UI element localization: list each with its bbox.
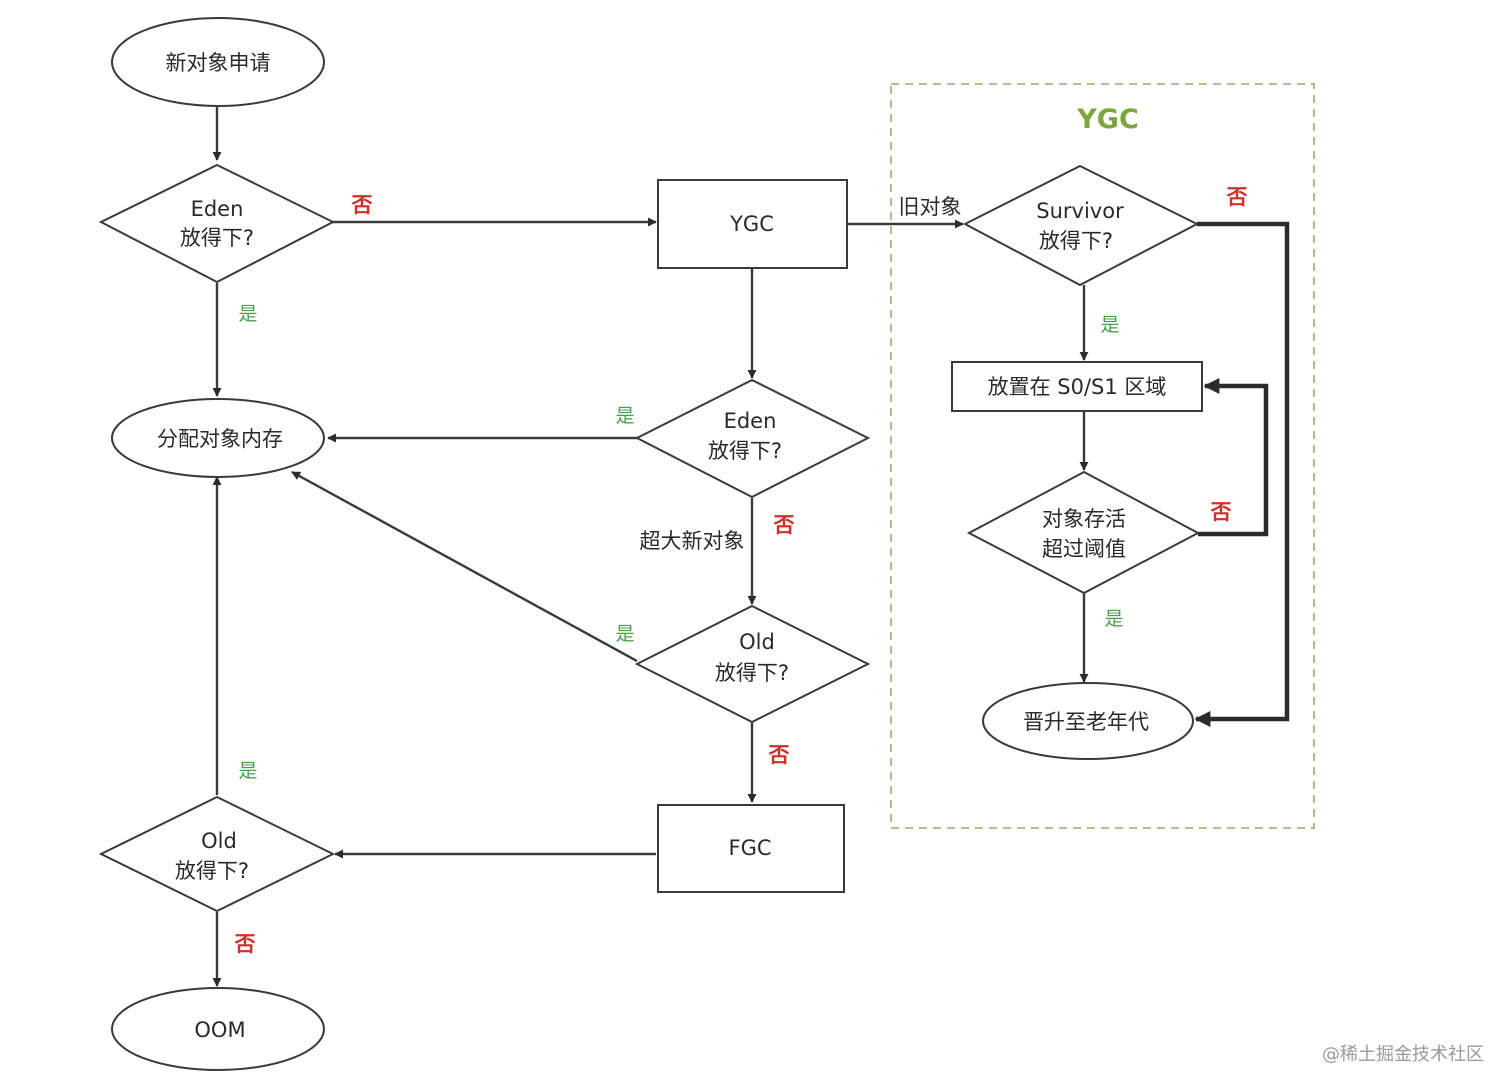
label-survivor-yes: 是 [1100,314,1119,336]
label-old2-yes: 是 [238,760,257,782]
node-old-check-2-line2: 放得下? [175,859,249,883]
node-old-check-2: Old 放得下? [98,795,336,913]
edge-labels: 否 是 旧对象 是 否 超大新对象 是 否 是 否 否 是 否 是 [235,185,1248,956]
node-place-s0s1-label: 放置在 S0/S1 区域 [988,375,1167,399]
label-old1-yes: 是 [615,623,634,645]
label-eden1-yes: 是 [238,303,257,325]
node-ygc-label: YGC [729,212,774,236]
node-ygc: YGC [657,179,848,269]
label-eden1-no: 否 [352,193,373,217]
node-place-s0s1: 放置在 S0/S1 区域 [951,361,1203,412]
edge-survivor-no-to-promote [1194,221,1290,727]
node-eden-check-1: Eden 放得下? [98,163,336,284]
node-new-request: 新对象申请 [111,17,325,107]
node-new-request-label: 新对象申请 [166,51,271,75]
watermark: @稀土掘金技术社区 [1322,1044,1484,1065]
label-eden2-yes: 是 [615,405,634,427]
ygc-group-border [890,83,1315,829]
node-survive-threshold-line1: 对象存活 [1042,507,1126,531]
label-old-object: 旧对象 [899,195,962,219]
node-fgc: FGC [657,804,845,893]
node-survivor-check: Survivor 放得下? [962,164,1200,287]
node-eden-check-1-line2: 放得下? [180,226,254,250]
ygc-group-title: YGC [1076,104,1139,135]
node-survivor-check-line2: 放得下? [1039,229,1113,253]
label-threshold-no: 否 [1211,500,1232,524]
node-allocate-memory-label: 分配对象内存 [157,427,283,451]
ygc-group: YGC [890,83,1315,829]
node-eden-check-2-line2: 放得下? [708,439,782,463]
edges [212,107,1290,987]
node-oom: OOM [111,987,325,1071]
label-eden2-no: 否 [774,513,795,537]
label-survivor-no: 否 [1227,185,1248,209]
node-allocate-memory: 分配对象内存 [111,398,325,478]
label-huge-object: 超大新对象 [640,529,745,553]
node-survive-threshold-line2: 超过阈值 [1042,537,1126,561]
node-eden-check-1-line1: Eden [191,197,244,221]
node-old-check-1-line2: 放得下? [715,661,789,685]
node-oom-label: OOM [194,1018,245,1042]
node-fgc-label: FGC [728,836,771,860]
node-promote-old-label: 晋升至老年代 [1023,710,1149,734]
node-survivor-check-line1: Survivor [1036,199,1124,223]
node-old-check-1-line1: Old [739,630,775,654]
node-eden-check-2-line1: Eden [724,409,777,433]
label-old2-no: 否 [235,932,256,956]
node-survive-threshold: 对象存活 超过阈值 [966,470,1201,595]
node-old-check-1: Old 放得下? [634,604,871,724]
edge-threshold-no-to-s0s1 [1198,378,1269,537]
node-promote-old: 晋升至老年代 [982,682,1194,760]
node-eden-check-2: Eden 放得下? [634,378,871,499]
edge-old1-yes-to-allocate [291,470,638,663]
label-threshold-yes: 是 [1104,608,1123,630]
label-old1-no: 否 [769,743,790,767]
node-old-check-2-line1: Old [201,829,237,853]
